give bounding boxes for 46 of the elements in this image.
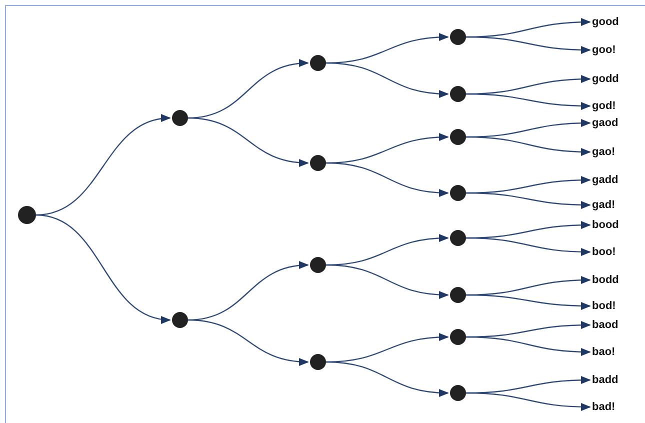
arrow: [326, 162, 449, 197]
arrow: [326, 264, 449, 299]
tree-node-dot: [450, 86, 466, 102]
word-label: good: [592, 15, 619, 29]
word-label: god!: [592, 99, 616, 113]
arrow: [466, 93, 591, 110]
word-label: gaod: [592, 116, 618, 130]
word-label: bodd: [592, 273, 619, 287]
arrow: [188, 117, 309, 166]
word-label: bao!: [592, 345, 616, 359]
word-label: gadd: [592, 173, 618, 187]
arrow: [326, 62, 449, 98]
arrow: [466, 237, 591, 256]
arrow: [188, 319, 309, 366]
word-label: bod!: [592, 299, 616, 313]
tree-node-dot: [450, 129, 466, 145]
word-label: boo!: [592, 245, 616, 259]
tree-node-dot: [18, 206, 36, 224]
word-label: baod: [592, 318, 618, 332]
arrow: [466, 392, 591, 411]
arrow: [466, 336, 591, 356]
tree-node-dot: [310, 257, 326, 273]
arrow: [466, 294, 591, 310]
word-label: bood: [592, 218, 619, 232]
word-label: gao!: [592, 145, 616, 159]
tree-node-dot: [450, 29, 466, 45]
tree-node-dot: [450, 385, 466, 401]
arrow: [36, 214, 171, 323]
arrow: [466, 36, 591, 54]
tree-node-dot: [450, 185, 466, 201]
arrow: [466, 136, 591, 156]
arrow: [326, 361, 449, 397]
arrow: [466, 192, 591, 209]
tree-node-dot: [310, 155, 326, 171]
tree-node-dot: [450, 329, 466, 345]
tree-node-dot: [172, 312, 188, 328]
word-label: godd: [592, 72, 619, 86]
word-label: goo!: [592, 43, 616, 57]
tree-node-dot: [172, 110, 188, 126]
word-label: bad!: [592, 400, 616, 414]
tree-node-dot: [450, 287, 466, 303]
tree-node-dot: [450, 230, 466, 246]
word-label: gad!: [592, 198, 616, 212]
tree-node-dot: [310, 55, 326, 71]
tree-node-dot: [310, 354, 326, 370]
word-label: badd: [592, 373, 618, 387]
